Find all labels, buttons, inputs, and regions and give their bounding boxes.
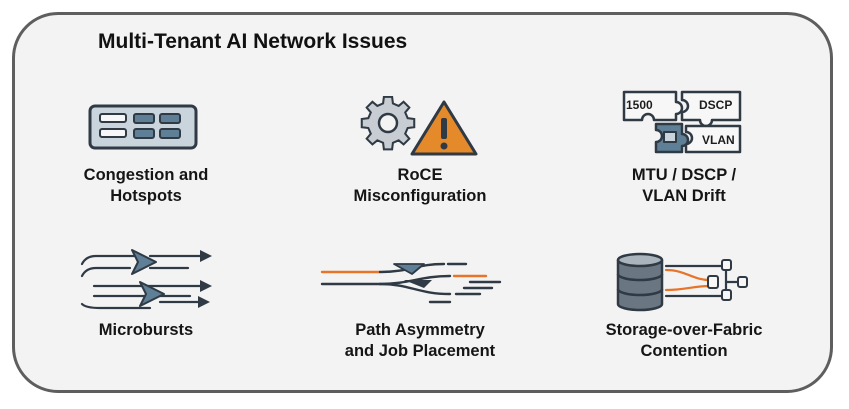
storage-fabric-icon xyxy=(616,252,748,312)
label-microbursts: Microbursts xyxy=(98,321,194,339)
burst-arrows-icon xyxy=(80,249,212,310)
label-mtu-drift: MTU / DSCP /VLAN Drift xyxy=(631,166,737,205)
path-split-icon xyxy=(320,262,502,304)
diagram-title: Multi-Tenant AI Network Issues xyxy=(98,30,408,53)
puzzle-label-dscp: DSCP xyxy=(699,98,733,112)
puzzle-label-vlan: VLAN xyxy=(702,133,735,147)
puzzle-label-mtu: 1500 xyxy=(626,98,653,112)
switch-rack-icon xyxy=(88,104,198,150)
puzzle-pieces-icon: 1500 DSCP VLAN xyxy=(620,88,746,156)
diagram-panel xyxy=(12,12,833,393)
gear-warning-icon xyxy=(360,96,478,156)
